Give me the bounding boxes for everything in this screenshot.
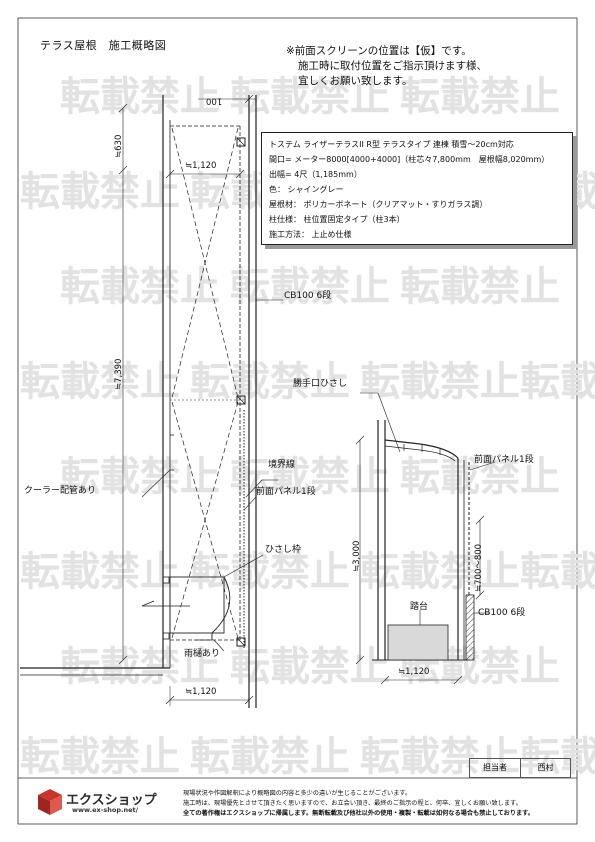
note-line-3: 宜しくお願い致します。 <box>298 75 413 87</box>
label-cb100-section: CB100 6段 <box>478 608 526 618</box>
page-frame <box>17 17 578 825</box>
staff-name: 西村 <box>537 763 554 772</box>
dim-7390: ≒7,390 <box>114 358 124 390</box>
staff-box: 担当者 西村 <box>469 758 571 778</box>
watermark-text: 転載禁止 <box>520 549 595 595</box>
dim-630: ≒630 <box>114 134 124 158</box>
watermark-text: 転載禁止 <box>520 734 595 780</box>
watermark-layer: 転載禁止転載禁止転載禁止転載禁止転載禁止転載禁止転載禁止転載禁止転載禁止転載禁止… <box>20 74 595 780</box>
spec-box: トステム ライザーテラスII R型 テラスタイプ 連棟 積雪～20cm対応 間口… <box>261 132 573 245</box>
watermark-text: 転載禁止 <box>190 359 350 405</box>
spec-product: トステム ライザーテラスII R型 テラスタイプ 連棟 積雪～20cm対応 <box>269 140 514 149</box>
watermark-text: 転載禁止 <box>60 74 220 120</box>
watermark-text: 転載禁止 <box>520 359 595 405</box>
disclaimer-line-2: 施工時は、現場優先とさせて頂きたく思いますので、お立会い頂き、最終のご指示の程と… <box>183 800 522 807</box>
disclaimer-line-1: 現場状況や作図解釈により概略図の内容と多少の違いが生じることがございます。 <box>183 790 412 797</box>
watermark-text: 転載禁止 <box>400 454 560 500</box>
logo-mark <box>38 789 62 815</box>
watermark-text: 転載禁止 <box>20 549 180 595</box>
spec-frontage: 間口= メーター8000[4000+4000]（柱芯々7,800mm 屋根幅8,… <box>269 155 550 164</box>
logo-name: エクスショップ <box>66 793 157 808</box>
watermark-text: 転載禁止 <box>230 264 390 310</box>
watermark-text: 転載禁止 <box>190 549 350 595</box>
watermark-text: 転載禁止 <box>20 734 180 780</box>
dim-1120-bottom: ≒1,120 <box>185 687 217 697</box>
label-eave-frame: ひさし枠 <box>265 545 302 555</box>
logo-url: www.ex-shop.net/ <box>72 806 138 814</box>
dim-3000: ≒3,000 <box>352 540 362 572</box>
dim-100: 100 <box>206 95 223 106</box>
label-cooler: クーラー配管あり <box>24 486 97 496</box>
watermark-text: 転載禁止 <box>360 359 520 405</box>
watermark-text: 転載禁止 <box>60 644 220 690</box>
label-step: 踏台 <box>410 602 429 612</box>
disclaimer-line-3: 全ての著作権はエクスショップに帰属します。無断転載及び他社以外の使用・複製・転載… <box>183 810 534 817</box>
spec-method: 施工方法： 上止め仕様 <box>269 230 352 239</box>
label-front-panel-section: 前面パネル1段 <box>474 455 534 465</box>
spec-roof-material: 屋根材： ポリカーボネート（クリアマット・すりガラス調） <box>269 200 488 209</box>
spec-projection: 出幅= 4尺（1,185mm） <box>269 170 362 179</box>
watermark-text: 転載禁止 <box>190 734 350 780</box>
watermark-text: 転載禁止 <box>230 74 390 120</box>
watermark-text: 転載禁止 <box>20 169 180 215</box>
watermark-text: 転載禁止 <box>60 264 220 310</box>
dim-1120-top: ≒1,120 <box>185 161 217 171</box>
watermark-text: 転載禁止 <box>360 549 520 595</box>
watermark-text: 転載禁止 <box>60 454 220 500</box>
dim-1120-section: ≒1,120 <box>398 667 430 677</box>
spec-color: 色： シャイングレー <box>269 185 344 194</box>
label-gutter: 雨樋あり <box>184 649 221 659</box>
section-view <box>355 392 496 685</box>
label-front-panel-plan: 前面パネル1段 <box>256 487 316 497</box>
watermark-text: 転載禁止 <box>20 359 180 405</box>
label-boundary: 境界線 <box>268 460 296 470</box>
watermark-text: 転載禁止 <box>230 644 390 690</box>
spec-pillar: 柱仕様： 柱位置固定タイプ（柱3本） <box>269 215 405 224</box>
label-kitchen-eave: 勝手口ひさし <box>293 379 348 389</box>
watermark-text: 転載禁止 <box>400 264 560 310</box>
watermark-text: 転載禁止 <box>230 454 390 500</box>
staff-label: 担当者 <box>470 759 521 777</box>
watermark-text: 転載禁止 <box>360 734 520 780</box>
note-line-1: ※前面スクリーンの位置は【仮】です。 <box>286 45 472 57</box>
watermark-text: 転載禁止 <box>400 74 560 120</box>
plan-view <box>20 94 283 708</box>
label-cb100-plan: CB100 6段 <box>284 291 332 301</box>
drawing-title: テラス屋根 施工概略図 <box>40 39 167 52</box>
note-line-2: 施工時に取付位置をご指示頂けます様、 <box>298 60 487 72</box>
dim-700-800: ≒700～800 <box>474 543 484 592</box>
